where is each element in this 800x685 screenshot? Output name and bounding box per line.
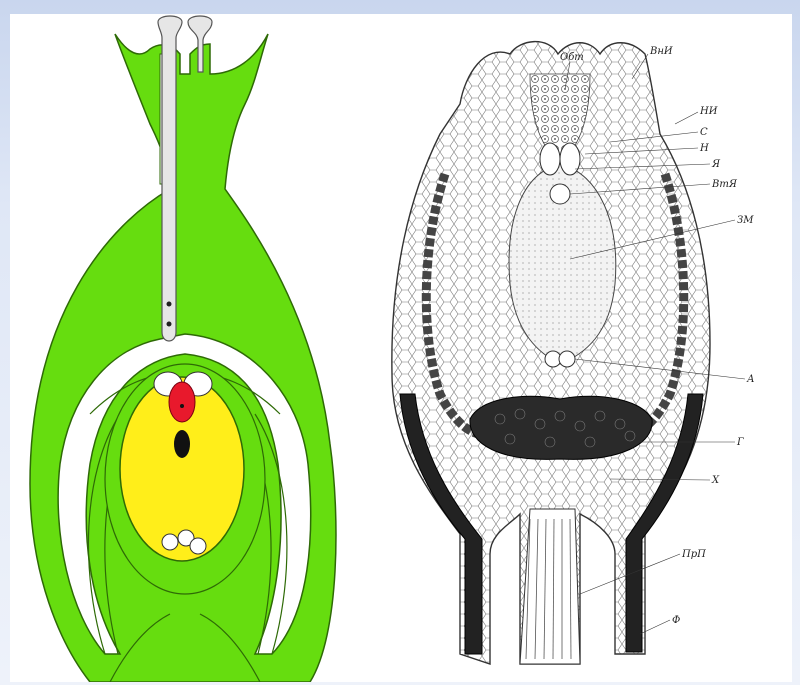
label-f: Ф [672, 615, 680, 626]
label-n: Н [699, 143, 709, 154]
slide: Обт ВнИ НИ С Н Я ВтЯ ЗМ А Г Х ПрП Ф [10, 14, 792, 682]
ovule-color-diagram [10, 14, 350, 682]
label-vtya: ВтЯ [711, 179, 738, 190]
label-obt: Обт [560, 52, 584, 63]
ovule-section-diagram: Обт ВнИ НИ С Н Я ВтЯ ЗМ А Г Х ПрП Ф [370, 14, 790, 682]
hypostase [470, 396, 652, 459]
egg-cell [169, 382, 195, 422]
label-kh: Х [711, 475, 720, 486]
label-g: Г [736, 437, 744, 448]
label-zm: ЗМ [737, 215, 754, 226]
label-s: С [700, 127, 708, 138]
label-a: А [746, 374, 755, 385]
label-prp: ПрП [681, 549, 706, 560]
central-nucleus [174, 430, 190, 458]
label-vni: ВнИ [649, 46, 673, 57]
label-ya: Я [711, 159, 721, 170]
label-ni: НИ [699, 106, 718, 117]
